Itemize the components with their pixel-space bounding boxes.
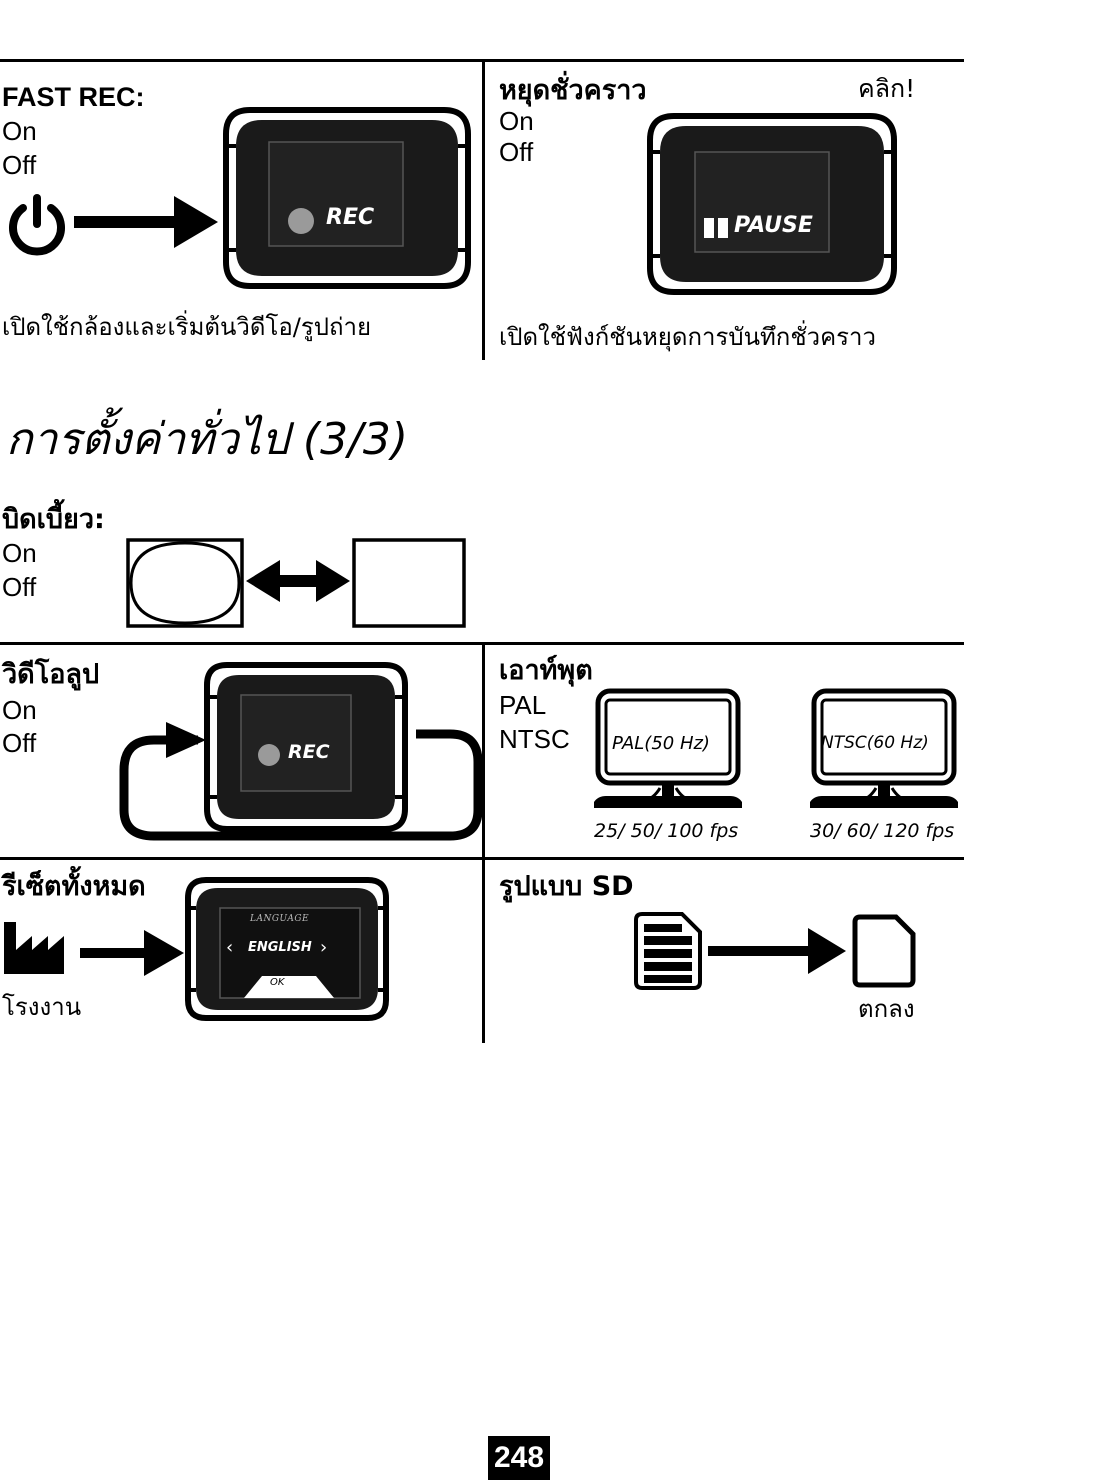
video-loop-screen-label: REC	[288, 741, 330, 763]
factory-icon	[4, 922, 64, 974]
output-option-pal: PAL	[499, 690, 547, 720]
sd-card-full-icon	[634, 912, 702, 990]
camera-icon	[647, 113, 897, 295]
monitor-icon	[810, 688, 958, 808]
fast-rec-description: เปิดใช้กล้องและเริ่มต้นวิดีโอ/รูปถ่าย	[2, 313, 372, 341]
arrow-right-icon	[708, 928, 846, 974]
output-title: เอาท์พุต	[499, 655, 593, 686]
pal-fps-label: 25/ 50/ 100 fps	[594, 820, 739, 842]
section-heading: การตั้งค่าทั่วไป (3/3)	[6, 414, 409, 465]
loop-arrow-icon	[119, 722, 483, 841]
fast-rec-title: FAST REC:	[2, 82, 145, 112]
monitor-pal-screen-label: PAL(50 Hz)	[612, 733, 710, 754]
top-divider	[482, 59, 485, 360]
page-number: 248	[488, 1436, 550, 1480]
sd-format-title: รูปแบบ SD	[499, 871, 634, 902]
chevron-left-icon[interactable]: ‹	[226, 937, 234, 958]
video-loop-option-on: On	[2, 695, 37, 725]
pause-description: เปิดใช้ฟังก์ชันหยุดการบันทึกชั่วคราว	[499, 323, 876, 351]
flat-frame-icon	[352, 538, 466, 628]
language-value: ENGLISH	[248, 940, 312, 955]
sd-card-empty-icon	[852, 914, 916, 988]
arrow-right-icon	[74, 196, 218, 248]
sd-format-caption: ตกลง	[858, 995, 915, 1023]
fast-rec-screen-label: REC	[326, 205, 375, 230]
output-option-ntsc: NTSC	[499, 724, 570, 754]
rec-dot-icon	[288, 208, 314, 234]
pause-option-off: Off	[499, 137, 534, 167]
factory-caption: โรงงาน	[2, 993, 82, 1021]
power-icon	[9, 194, 65, 256]
distortion-option-off: Off	[2, 572, 37, 602]
fast-rec-option-off: Off	[2, 150, 37, 180]
monitor-ntsc-screen-label: NTSC(60 Hz)	[821, 733, 929, 753]
double-arrow-icon	[246, 560, 350, 602]
distortion-title: บิดเบี้ยว:	[2, 504, 105, 535]
pause-option-on: On	[499, 106, 534, 136]
pause-click-label: คลิก!	[858, 74, 916, 103]
language-screen-header: LANGUAGE	[250, 914, 310, 924]
pause-title: หยุดชั่วคราว	[499, 75, 647, 106]
video-loop-title: วิดีโอลูป	[2, 659, 100, 690]
arrow-right-icon	[80, 930, 184, 976]
chevron-right-icon[interactable]: ›	[320, 937, 328, 958]
distortion-option-on: On	[2, 538, 37, 568]
monitor-icon	[594, 688, 742, 808]
camera-icon	[204, 662, 408, 832]
fast-rec-option-on: On	[2, 116, 37, 146]
reset-all-title: รีเซ็ตทั้งหมด	[2, 871, 146, 902]
bottom-divider	[482, 642, 485, 1043]
camera-icon	[185, 877, 389, 1021]
language-ok-button[interactable]: OK	[270, 977, 285, 988]
ntsc-fps-label: 30/ 60/ 120 fps	[810, 820, 955, 842]
pause-icon	[704, 218, 728, 238]
rec-dot-icon	[258, 744, 280, 766]
pause-screen-label: PAUSE	[734, 213, 813, 238]
video-loop-option-off: Off	[2, 728, 37, 758]
fisheye-frame-icon	[126, 538, 244, 628]
camera-icon	[223, 107, 471, 289]
